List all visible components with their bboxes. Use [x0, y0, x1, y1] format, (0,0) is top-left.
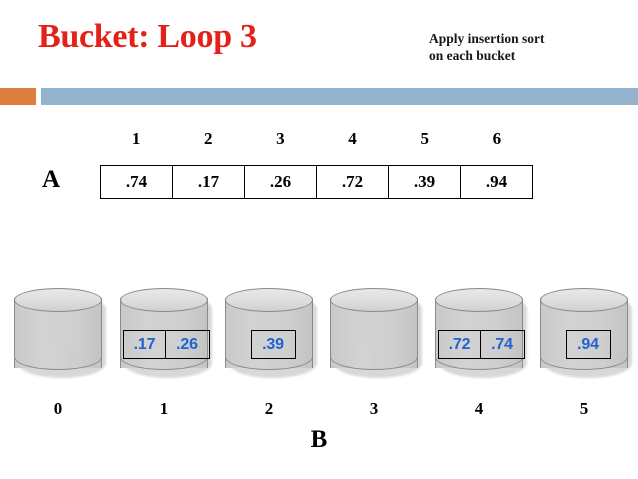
- bucket-4-value-0: .72: [439, 331, 481, 358]
- bucket-cylinder-top: [225, 288, 313, 312]
- bucket-2-values: .39: [251, 330, 296, 359]
- page-title: Bucket: Loop 3: [38, 18, 257, 55]
- bucket-index-3: 3: [369, 399, 379, 418]
- subtitle-line-2: on each bucket: [429, 48, 516, 63]
- divider-bar-line: [41, 88, 638, 105]
- bucket-4: .72 .74: [435, 288, 527, 380]
- bucket-cylinder-bottom: [14, 346, 102, 370]
- bucket-cylinder-top: [120, 288, 208, 312]
- bucket-5-values: .94: [566, 330, 611, 359]
- bucket-1-values: .17 .26: [123, 330, 210, 359]
- bucket-index-5: 5: [579, 399, 589, 418]
- bucket-1-value-1: .26: [176, 335, 198, 353]
- bucket-index-2: 2: [264, 399, 274, 418]
- bucket-cylinder-bottom: [330, 346, 418, 370]
- bucket-2-value-0: .39: [262, 335, 284, 353]
- bucket-4-value-1: .74: [491, 335, 513, 353]
- bucket-5: .94: [540, 288, 632, 380]
- bucket-index-0: 0: [53, 399, 63, 418]
- bucket-2: .39: [225, 288, 317, 380]
- bucket-4-values: .72 .74: [438, 330, 525, 359]
- divider-accent-block: [0, 88, 36, 105]
- bucket-3: [330, 288, 422, 380]
- buckets-label: B: [310, 426, 328, 453]
- bucket-cylinder-top: [14, 288, 102, 312]
- bucket-index-1: 1: [159, 399, 169, 418]
- bucket-1-value-0: .17: [124, 331, 166, 358]
- bucket-1: .17 .26: [120, 288, 212, 380]
- bucket-5-value-0: .94: [577, 335, 599, 353]
- bucket-cylinder-top: [540, 288, 628, 312]
- bucket-cylinder-top: [435, 288, 523, 312]
- bucket-index-4: 4: [474, 399, 484, 418]
- bucket-cylinder-top: [330, 288, 418, 312]
- bucket-0: [14, 288, 106, 380]
- header-divider: [0, 88, 638, 105]
- slide-subtitle: Apply insertion sort on each bucket: [429, 30, 629, 64]
- subtitle-line-1: Apply insertion sort: [429, 31, 545, 46]
